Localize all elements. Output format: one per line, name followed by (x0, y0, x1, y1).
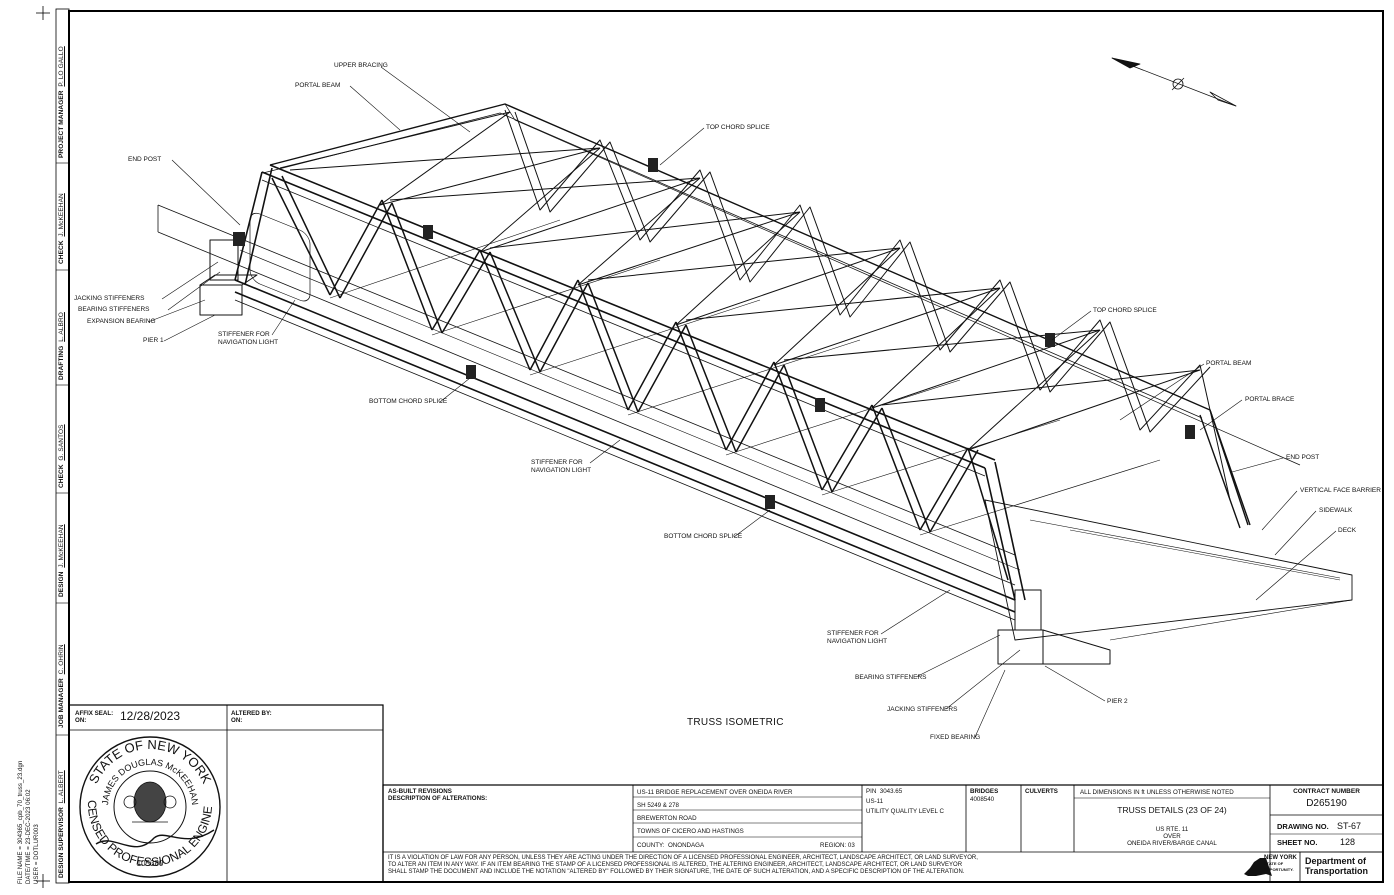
label-upper-bracing: UPPER BRACING (334, 62, 388, 69)
sheet-no-label: SHEET NO. (1277, 838, 1318, 847)
label-portal-brace: PORTAL BRACE (1245, 396, 1295, 403)
label-pier-2: PIER 2 (1107, 698, 1128, 705)
contract-number: D265190 (1306, 798, 1347, 809)
bridges-label: BRIDGES (970, 788, 999, 795)
label-bearing-stiffeners-right: BEARING STIFFENERS (855, 674, 927, 681)
affix-seal-label: AFFIX SEAL:ON: (75, 710, 114, 724)
label-top-chord-splice-1: TOP CHORD SPLICE (706, 124, 770, 131)
new-york-state-map-icon (1244, 858, 1272, 876)
legal-warning: IT IS A VIOLATION OF LAW FOR ANY PERSON,… (388, 855, 978, 875)
label-bottom-chord-splice-2: BOTTOM CHORD SPLICE (664, 533, 743, 540)
towns: TOWNS OF CICERO AND HASTINGS (637, 828, 744, 835)
label-jacking-stiffeners-right: JACKING STIFFENERS (887, 706, 958, 713)
sheet-title: TRUSS DETAILS (23 OF 24) (1117, 805, 1227, 815)
label-expansion-bearing: EXPANSION BEARING (87, 318, 156, 325)
label-portal-beam-right: PORTAL BEAM (1206, 360, 1252, 367)
label-vertical-face-barrier: VERTICAL FACE BARRIER (1300, 487, 1381, 494)
coat-of-arms-icon (123, 781, 177, 823)
drawing-no: ST-67 (1337, 821, 1362, 831)
utility-quality: UTILITY QUALITY LEVEL C (866, 808, 944, 815)
label-pier-1: PIER 1 (143, 337, 164, 344)
label-top-chord-splice-2: TOP CHORD SPLICE (1093, 307, 1157, 314)
drawing-no-label: DRAWING NO. (1277, 822, 1329, 831)
altered-by-label: ALTERED BY:ON: (231, 710, 272, 724)
route: US-11 (866, 798, 884, 805)
label-end-post-right: END POST (1286, 454, 1320, 461)
pin-row: PIN 3043.65 (866, 788, 903, 795)
region-row: REGION: 03 (820, 842, 855, 849)
label-bottom-chord-splice-1: BOTTOM CHORD SPLICE (369, 398, 448, 405)
county-row: COUNTY: ONONDAGA (637, 842, 705, 849)
label-bearing-stiffeners-left: BEARING STIFFENERS (78, 306, 150, 313)
bridge-number: 4008540 (970, 796, 995, 803)
view-title: TRUSS ISOMETRIC (687, 717, 784, 728)
culverts-label: CULVERTS (1025, 788, 1058, 795)
dimensions-note: ALL DIMENSIONS IN ft UNLESS OTHERWISE NO… (1080, 789, 1234, 796)
pe-seal: STATE OF NEW YORK JAMES DOUGLAS McKEEHAN… (74, 732, 221, 878)
sh-number: SH 5249 & 278 (637, 802, 679, 809)
seal-license-number: 105380 (137, 859, 164, 868)
project-name: US-11 BRIDGE REPLACEMENT OVER ONEIDA RIV… (637, 789, 793, 796)
signature-icon (95, 829, 215, 848)
sheet-no: 128 (1340, 837, 1356, 847)
label-portal-beam-left: PORTAL BEAM (295, 82, 341, 89)
label-fixed-bearing: FIXED BEARING (930, 734, 981, 741)
north-arrow-icon (1111, 57, 1237, 107)
road-name: BREWERTON ROAD (637, 815, 697, 822)
label-end-post-left: END POST (128, 156, 162, 163)
seal-date: 12/28/2023 (120, 709, 181, 723)
label-jacking-stiffeners-left: JACKING STIFFENERS (74, 295, 145, 302)
label-deck: DECK (1338, 527, 1357, 534)
contract-number-label: CONTRACT NUMBER (1293, 788, 1360, 795)
label-sidewalk: SIDEWALK (1319, 507, 1353, 514)
